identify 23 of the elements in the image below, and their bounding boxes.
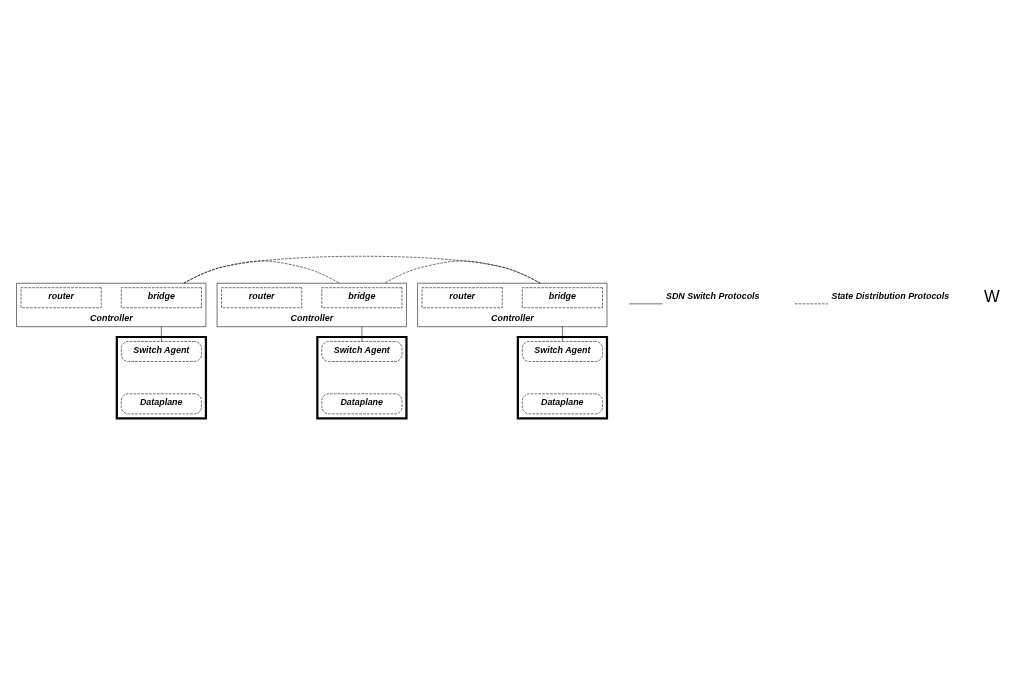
node-box: Switch Agent bbox=[321, 340, 403, 362]
node-box: router bbox=[421, 286, 503, 308]
node-box: Dataplane bbox=[321, 393, 403, 414]
connector bbox=[361, 325, 363, 342]
connector bbox=[183, 255, 541, 283]
label: W bbox=[983, 286, 1000, 306]
cluster bbox=[316, 335, 408, 419]
node-box: router bbox=[221, 286, 302, 308]
connector bbox=[161, 325, 162, 342]
legend-label: SDN Switch Protocols bbox=[666, 290, 760, 301]
legend-label: State Distribution Protocols bbox=[831, 290, 950, 301]
node-box: router bbox=[20, 286, 102, 308]
connector bbox=[562, 325, 563, 342]
node-box: Switch Agent bbox=[522, 340, 603, 362]
node-box: bridge bbox=[321, 286, 403, 308]
node-box: bridge bbox=[522, 286, 603, 308]
node-box: Dataplane bbox=[121, 393, 202, 414]
node-box: Switch Agent bbox=[121, 340, 202, 362]
cluster bbox=[516, 335, 609, 419]
node-box: bridge bbox=[121, 286, 202, 308]
node-box: Dataplane bbox=[522, 393, 603, 414]
connector bbox=[384, 260, 541, 283]
cluster bbox=[115, 335, 208, 419]
